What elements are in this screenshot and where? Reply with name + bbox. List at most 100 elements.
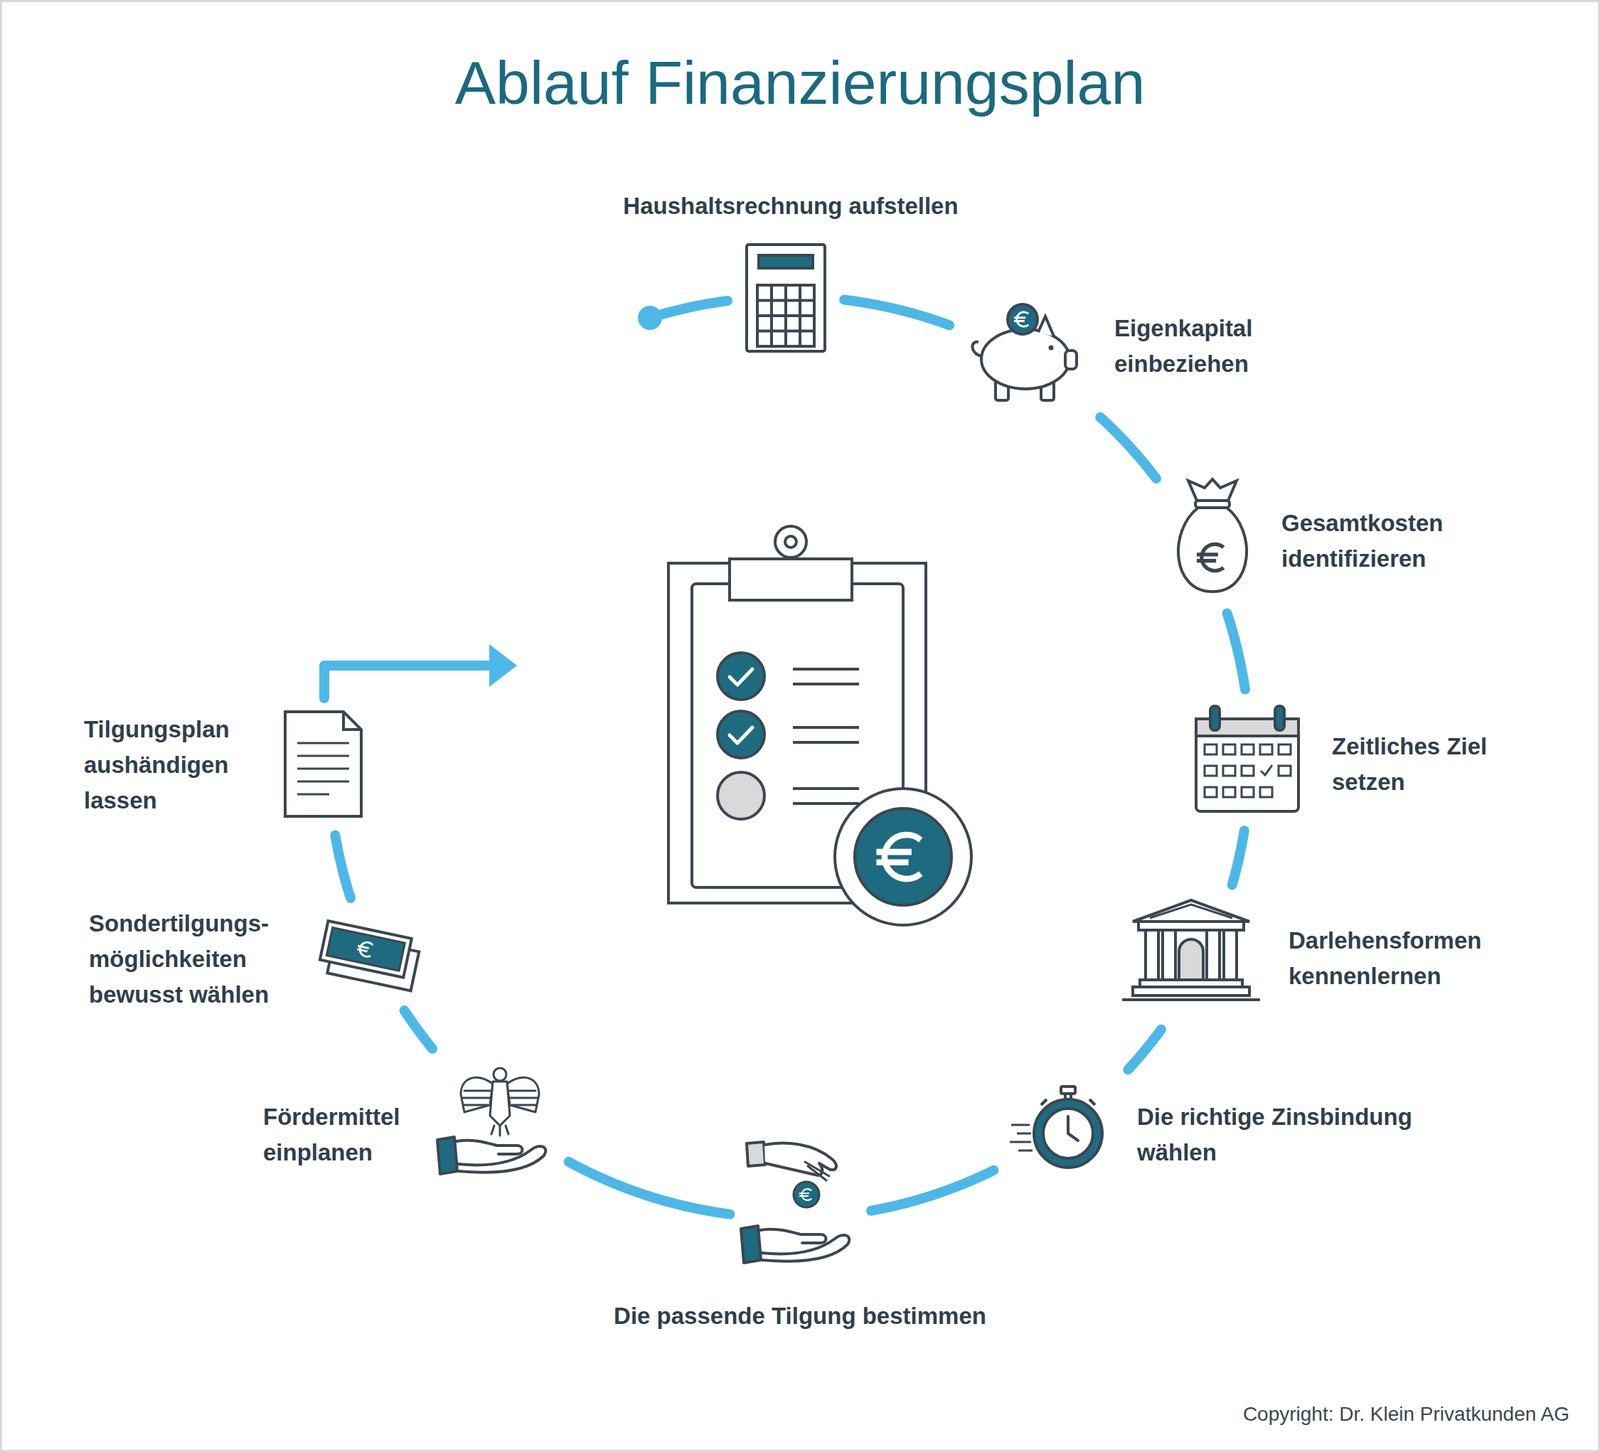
copyright-caption: Copyright: Dr. Klein Privatkunden AG [1243, 1402, 1570, 1427]
money-bag-icon [1196, 544, 1224, 571]
calendar-icon [1210, 706, 1220, 731]
clipboard-illustration [729, 727, 753, 744]
calculator-icon [757, 285, 815, 347]
calendar-icon [1260, 765, 1273, 776]
subsidy-icon [437, 1137, 458, 1175]
subsidy-icon [507, 1077, 540, 1113]
step-label: Fördermittel einplanen [263, 1099, 448, 1171]
clipboard-illustration [834, 788, 972, 926]
bank-icon [1122, 998, 1261, 1002]
clipboard-illustration [668, 526, 972, 926]
piggy-bank-icon [1014, 312, 1029, 327]
calendar-icon [1278, 744, 1291, 755]
flow-arc [1100, 417, 1157, 479]
hands-coin-icon [740, 1142, 850, 1263]
step-node: Haushaltsrechnung aufstellen [745, 243, 828, 354]
clipboard-illustration [729, 669, 753, 685]
piggy-bank-icon [1038, 316, 1054, 337]
clipboard-illustration [668, 563, 926, 904]
step-node: Die passende Tilgung bestimmen [747, 1144, 855, 1273]
flow-arc [1232, 830, 1245, 885]
calculator-icon [746, 244, 825, 352]
document-icon [285, 711, 362, 817]
bank-icon [1132, 987, 1250, 996]
return-arrow [324, 665, 493, 699]
subsidy-icon [489, 1081, 510, 1126]
bank-icon [1145, 930, 1159, 980]
calendar-icon [1204, 765, 1217, 776]
step-label: Sondertilgungs- möglichkeiten bewusst wä… [88, 905, 310, 1013]
step-node: Tilgungsplan aushändigen lassen [281, 708, 364, 819]
calculator-icon [757, 285, 815, 347]
banknotes-icon [320, 920, 412, 978]
flow-arc [844, 300, 950, 326]
clipboard-illustration [792, 669, 860, 804]
step-node: Darlehensformen kennenlernen [1122, 902, 1261, 1013]
step-node: Sondertilgungs- möglichkeiten bewusst wä… [317, 915, 421, 994]
step-node: Die richtige Zinsbindung wählen [1011, 1081, 1111, 1175]
calendar-icon [1223, 787, 1236, 798]
calendar-icon [1275, 706, 1285, 731]
step-label: Eigenkapital einbeziehen [1114, 310, 1328, 382]
flow-arc [1227, 613, 1246, 690]
document-icon [343, 711, 362, 730]
document-icon [297, 743, 350, 795]
bank-icon [1122, 900, 1261, 1000]
step-label: Zeitliches Ziel setzen [1331, 728, 1510, 800]
hands-coin-icon [746, 1142, 766, 1167]
calendar-icon [1241, 765, 1254, 776]
flow-arc [568, 1161, 731, 1215]
banknotes-icon [326, 928, 405, 972]
step-label: Gesamtkosten identifizieren [1281, 505, 1509, 577]
subsidy-icon [456, 1140, 546, 1173]
calculator-icon [758, 255, 813, 269]
calendar-icon [1241, 787, 1254, 798]
flow-arc [334, 835, 351, 899]
clipboard-illustration [717, 711, 765, 759]
subsidy-icon [437, 1137, 546, 1175]
piggy-bank-icon [1007, 304, 1038, 335]
money-bag-icon [1178, 507, 1247, 592]
calendar-icon [1260, 787, 1273, 798]
step-node: Gesamtkosten identifizieren [1173, 479, 1252, 597]
clipboard-illustration [876, 834, 921, 879]
subsidy-icon [460, 1077, 493, 1113]
piggy-bank-icon [972, 304, 1077, 401]
step-node: Zeitliches Ziel setzen [1193, 706, 1301, 814]
flow-arc [871, 1170, 994, 1212]
stopwatch-icon [1009, 1086, 1103, 1168]
calendar-icon [1196, 706, 1299, 812]
money-bag-icon [1178, 479, 1247, 592]
hands-coin-icon [760, 1229, 850, 1262]
banknotes-icon [317, 920, 422, 991]
step-node: Eigenkapital einbeziehen [967, 304, 1085, 401]
piggy-bank-icon [972, 342, 982, 357]
piggy-bank-icon [1048, 345, 1054, 351]
stopwatch-icon [1033, 1099, 1103, 1168]
piggy-bank-icon [1065, 350, 1077, 370]
clipboard-illustration [775, 526, 807, 558]
bank-icon [1162, 930, 1176, 980]
calendar-icon [1241, 744, 1254, 755]
return-arrow [324, 644, 517, 699]
money-bag-icon [1188, 479, 1237, 501]
calendar-icon [1204, 787, 1217, 798]
subsidy-icon [437, 1068, 546, 1175]
bank-icon [1223, 930, 1237, 980]
calendar-icon [1223, 744, 1236, 755]
bank-icon [1206, 930, 1220, 980]
clipboard-illustration [854, 808, 952, 906]
connector-layer [334, 300, 1246, 1215]
document-icon [285, 711, 362, 817]
clipboard-illustration [717, 652, 765, 700]
hands-coin-icon [800, 1188, 812, 1201]
hands-coin-icon [804, 1161, 830, 1181]
bank-icon [1149, 904, 1233, 919]
step-label: Tilgungsplan aushändigen lassen [83, 711, 269, 819]
clipboard-illustration [785, 536, 797, 548]
flow-arc [1127, 1029, 1162, 1071]
subsidy-icon [491, 1125, 509, 1136]
step-label: Die richtige Zinsbindung wählen [1137, 1099, 1422, 1171]
clipboard-illustration [729, 558, 852, 601]
